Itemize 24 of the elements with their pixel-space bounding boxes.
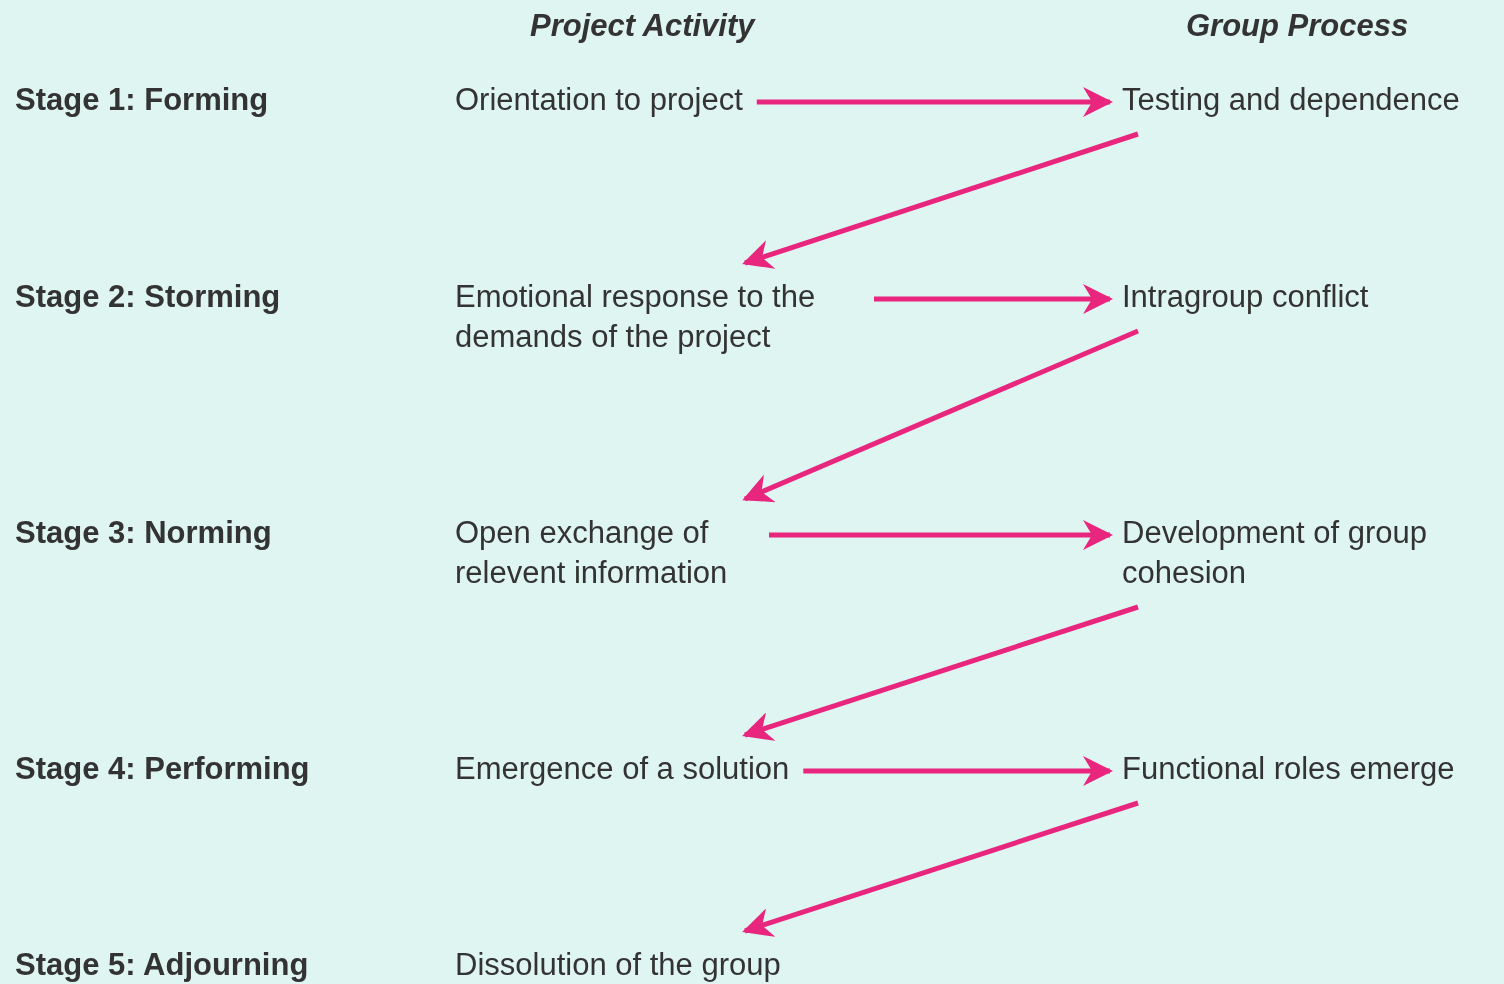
column-heading: Project Activity <box>530 7 755 45</box>
stage-text: Dissolution of the group <box>455 945 781 984</box>
stage-text: Emotional response to the demands of the project <box>455 277 860 357</box>
arrow <box>742 131 1139 269</box>
column-heading: Group Process <box>1186 7 1409 45</box>
stage-text: Testing and dependence <box>1122 80 1460 120</box>
stage-text: Open exchange of relevent information <box>455 513 755 593</box>
stage-label: Stage 2: Storming <box>15 278 281 316</box>
arrow <box>769 520 1113 550</box>
arrow <box>742 604 1139 741</box>
stage-text: Emergence of a solution <box>455 749 790 789</box>
stage-label: Stage 3: Norming <box>15 514 272 552</box>
stage-label: Stage 4: Performing <box>15 750 310 788</box>
stage-label: Stage 1: Forming <box>15 81 269 119</box>
stage-label: Stage 5: Adjourning <box>15 946 309 984</box>
arrow <box>803 756 1113 786</box>
arrow <box>742 800 1139 937</box>
stage-text: Development of group cohesion <box>1122 513 1467 593</box>
stage-text: Intragroup conflict <box>1122 277 1369 317</box>
stage-text: Functional roles emerge <box>1122 749 1455 789</box>
arrow <box>756 87 1113 117</box>
arrow <box>874 284 1113 314</box>
stage-text: Orientation to project <box>455 80 743 120</box>
arrow <box>742 328 1139 503</box>
